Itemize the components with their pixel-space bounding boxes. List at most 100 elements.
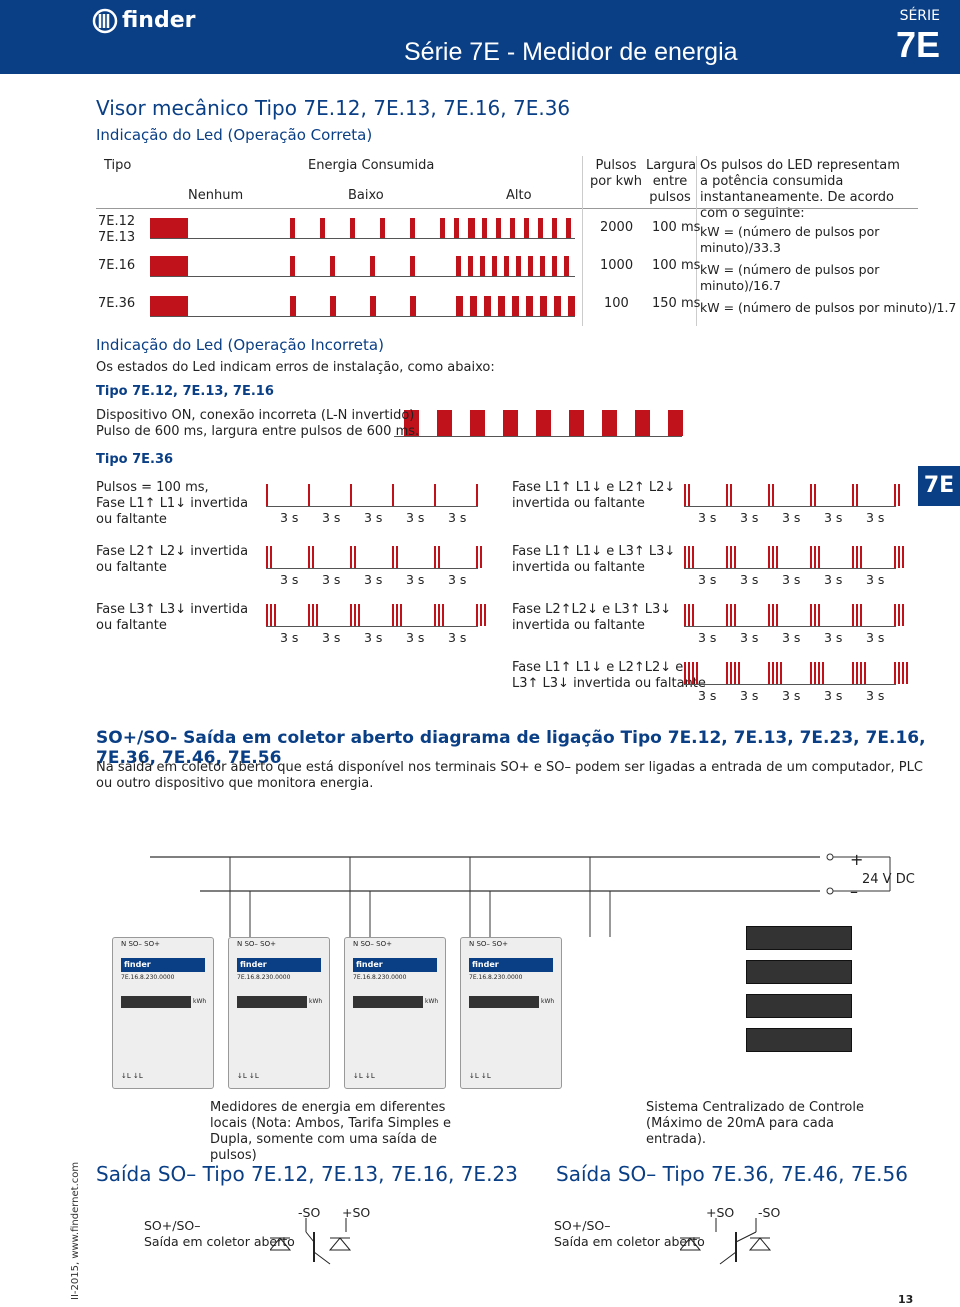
duration-label: 3 s — [280, 510, 299, 525]
brand-name: finder — [122, 8, 196, 33]
pulse-bar — [308, 546, 310, 568]
pulse-bar — [434, 484, 436, 506]
pulse-bar — [480, 546, 482, 568]
row1-pulsos: 2000 — [600, 220, 634, 235]
pulse-bar — [688, 484, 690, 506]
caption-right: Sistema Centralizado de Controle (Máximo… — [646, 1100, 864, 1147]
duration-label: 3 s — [280, 572, 299, 587]
row3-formula: kW = (número de pulsos por minuto)/1.7 — [700, 300, 957, 315]
meter-code: 7E.16.8.230.0000 — [237, 974, 291, 981]
table-col-desc: Os pulsos do LED representam a potência … — [700, 158, 900, 221]
duration-label: 3 s — [364, 510, 383, 525]
pulse-bar — [492, 256, 497, 276]
table-col-energia: Energia Consumida — [308, 158, 435, 173]
duration-label: 3 s — [698, 688, 717, 703]
baseline — [266, 506, 478, 507]
duration-label: 3 s — [824, 510, 843, 525]
duration-label: 3 s — [824, 630, 843, 645]
meter-bottom-terminals: ↓L ↓L — [121, 1072, 143, 1080]
duration-label: 3 s — [406, 630, 425, 645]
left-case-1-l3: ou faltante — [96, 512, 167, 527]
table-col-largura: Largura entre pulsos — [646, 158, 697, 205]
left-case-1-l2: Fase L1↑ L1↓ invertida — [96, 496, 249, 511]
duration-label: 3 s — [280, 630, 299, 645]
left-case-2-l2: ou faltante — [96, 560, 167, 575]
pulse-bar — [768, 546, 770, 568]
pulse-bar — [380, 218, 385, 238]
meter-brand: finder — [237, 958, 321, 972]
pulse-bar — [726, 662, 728, 684]
meter-1: N SO– SO+ finder 7E.16.8.230.0000 kWh ↓L… — [112, 937, 214, 1089]
pulse-bar — [860, 546, 862, 568]
pulse-bar — [902, 662, 904, 684]
left-case-3-l2: ou faltante — [96, 618, 167, 633]
row3-tipo: 7E.36 — [98, 296, 136, 311]
pulse-bar — [726, 604, 728, 626]
pulse-bar — [440, 218, 445, 238]
pulse-bar — [894, 662, 896, 684]
duration-label: 3 s — [866, 572, 885, 587]
table-col-pulsos: Pulsos por kwh — [589, 158, 643, 189]
pulse-bar — [772, 604, 774, 626]
meter-2: N SO– SO+ finder 7E.16.8.230.0000 kWh ↓L… — [228, 937, 330, 1089]
pulse-bar — [370, 296, 376, 316]
meter-4: N SO– SO+ finder 7E.16.8.230.0000 kWh ↓L… — [460, 937, 562, 1089]
serie-code: 7E — [895, 24, 940, 65]
pulse-bar — [860, 604, 862, 626]
baseline — [684, 626, 896, 627]
baseline — [684, 506, 896, 507]
duration-label: 3 s — [406, 572, 425, 587]
duration-label: 3 s — [698, 630, 717, 645]
right-case-2-l2: invertida ou faltante — [512, 560, 645, 575]
meter-display — [469, 996, 539, 1008]
footer-url: II-2015, www.findernet.com — [70, 1161, 81, 1300]
caption-left: Medidores de energia em diferentes locai… — [210, 1100, 452, 1163]
pulse-bar — [524, 218, 529, 238]
baseline — [150, 238, 575, 239]
pulse-bar — [898, 604, 900, 626]
meter-brand: finder — [121, 958, 205, 972]
serie-label: SÉRIE — [899, 8, 940, 24]
meter-code: 7E.16.8.230.0000 — [121, 974, 175, 981]
pulse-bar — [692, 662, 694, 684]
pulse-bar — [730, 546, 732, 568]
section1-title: Visor mecânico Tipo 7E.12, 7E.13, 7E.16,… — [96, 96, 571, 120]
pulse-bar — [434, 604, 436, 626]
pulse-bar — [602, 410, 617, 436]
row1-tipo: 7E.12 7E.13 — [98, 214, 136, 245]
right-case-3-l1: Fase L2↑L2↓ e L3↑ L3↓ — [512, 602, 672, 617]
pulse-bar — [468, 256, 473, 276]
pulse-bar — [350, 604, 352, 626]
duration-label: 3 s — [448, 630, 467, 645]
table-vline — [582, 156, 583, 326]
duration-label: 3 s — [740, 688, 759, 703]
pulse-bar — [822, 662, 824, 684]
meter-code: 7E.16.8.230.0000 — [353, 974, 407, 981]
pulse-bar — [470, 410, 485, 436]
meter-3: N SO– SO+ finder 7E.16.8.230.0000 kWh ↓L… — [344, 937, 446, 1089]
pulse-bar — [668, 410, 683, 436]
section2-tipo1: Tipo 7E.12, 7E.13, 7E.16 — [96, 384, 274, 399]
pulse-bar — [856, 604, 858, 626]
table-col-tipo: Tipo — [104, 158, 132, 173]
pulse-bar — [354, 546, 356, 568]
duration-label: 3 s — [448, 510, 467, 525]
left-circuit-symbol — [270, 1218, 352, 1265]
pulse-bar — [392, 546, 394, 568]
duration-label: 3 s — [322, 572, 341, 587]
pulse-bar — [776, 546, 778, 568]
duration-label: 3 s — [782, 572, 801, 587]
duration-label: 3 s — [866, 510, 885, 525]
pulse-bar — [330, 256, 335, 276]
pulse-bar — [270, 604, 272, 626]
pulse-bar — [734, 604, 736, 626]
table-divider — [96, 208, 918, 209]
pulse-bar — [470, 296, 477, 316]
meter-display — [353, 996, 423, 1008]
pulse-bar — [569, 410, 584, 436]
pulse-bar — [902, 546, 904, 568]
pulse-bar — [856, 662, 858, 684]
meter-unit: kWh — [425, 998, 439, 1005]
pulse-bar — [434, 546, 436, 568]
pulse-bar — [730, 604, 732, 626]
